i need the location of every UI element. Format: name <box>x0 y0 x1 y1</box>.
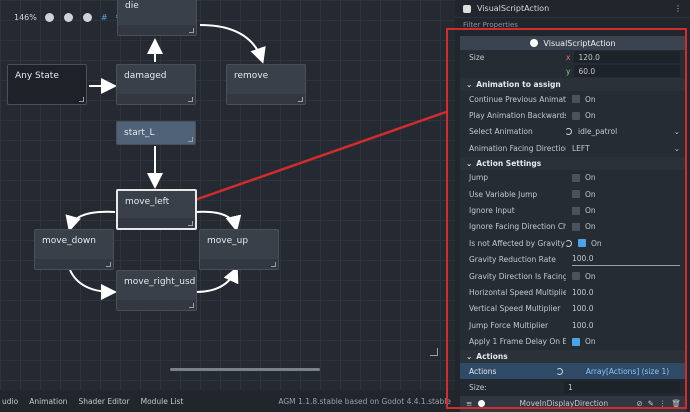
resize-grip-icon[interactable] <box>106 262 111 267</box>
delete-icon[interactable]: 🗑 <box>671 399 681 409</box>
inspector-title: VisualScriptAction <box>477 4 550 13</box>
chevron-down-icon[interactable]: ⌄ <box>673 143 680 153</box>
grid-toggle-icon[interactable]: # <box>100 12 108 22</box>
revert-icon[interactable] <box>556 367 563 375</box>
continue-prev-checkbox[interactable] <box>572 95 580 104</box>
clear-icon[interactable]: ⊘ <box>636 399 643 409</box>
state-node-move-up[interactable]: move_up <box>199 229 279 270</box>
version-label: AGM 1.1.8.stable based on Godot 4.4.1.st… <box>278 396 451 406</box>
options-icon[interactable]: ⋮ <box>674 4 682 13</box>
size-label: Size <box>469 52 485 62</box>
tab-module-list[interactable]: Module List <box>140 396 184 406</box>
zoom-out-icon[interactable] <box>44 12 54 22</box>
action-item-name[interactable]: MoveInDisplayDirection <box>519 399 609 409</box>
frame-delay-checkbox[interactable] <box>572 337 580 346</box>
more-icon[interactable]: ⋮ <box>658 399 667 409</box>
resize-grip-icon[interactable] <box>189 28 194 33</box>
zoom-reset-icon[interactable] <box>63 12 73 22</box>
state-node-start[interactable]: start_L <box>116 121 196 145</box>
state-node-damaged[interactable]: damaged <box>116 64 196 105</box>
horizontal-scrollbar[interactable] <box>170 368 320 371</box>
edit-icon[interactable]: ✎ <box>647 399 654 409</box>
vertical-speed-field[interactable]: 100.0 <box>572 304 594 314</box>
gravity-rate-slider[interactable] <box>572 264 680 266</box>
size-y-field[interactable]: 60.0 <box>574 65 680 77</box>
resize-grip-icon[interactable] <box>271 262 276 267</box>
tab-audio[interactable]: udio <box>2 396 19 406</box>
tab-shader-editor[interactable]: Shader Editor <box>78 396 130 406</box>
expand-corner-icon[interactable] <box>430 348 438 356</box>
state-node-any-state[interactable]: Any State <box>7 64 87 105</box>
revert-icon[interactable] <box>565 128 572 136</box>
ignore-input-checkbox[interactable] <box>572 206 580 215</box>
state-node-move-left[interactable]: move_left <box>116 189 197 230</box>
section-action-settings[interactable]: ⌄Action Settings <box>460 156 686 170</box>
section-animation-to-assign[interactable]: ⌄Animation to assign <box>460 78 686 91</box>
revert-icon[interactable] <box>565 239 572 247</box>
resize-grip-icon[interactable] <box>79 97 84 102</box>
actions-array-button[interactable]: Array[Actions] (size 1) <box>585 366 670 376</box>
bottom-panel-bar: udio Animation Shader Editor Module List… <box>0 390 455 412</box>
chevron-down-icon[interactable]: ⌄ <box>673 127 680 137</box>
filter-properties-input[interactable]: Filter Properties <box>463 21 518 29</box>
play-backwards-checkbox[interactable] <box>572 111 580 120</box>
transition-arrows <box>65 24 447 300</box>
state-node-move-right[interactable]: move_right_usd <box>116 270 197 311</box>
gravity-rate-field[interactable]: 100.0 <box>572 253 594 263</box>
facing-direction-dropdown[interactable]: LEFT <box>572 143 590 153</box>
ignore-facing-checkbox[interactable] <box>572 222 580 231</box>
resize-grip-icon[interactable] <box>298 97 303 102</box>
tab-animation[interactable]: Animation <box>29 396 68 406</box>
horizontal-speed-field[interactable]: 100.0 <box>572 287 594 297</box>
actions-size-field[interactable]: 1 <box>564 381 680 394</box>
script-icon <box>463 4 471 13</box>
script-icon <box>530 39 539 47</box>
inspector-header: VisualScriptAction ⋮ <box>455 0 690 18</box>
actions-property-label: Actions <box>469 366 497 376</box>
state-node-remove[interactable]: remove <box>226 64 306 105</box>
jump-checkbox[interactable] <box>572 173 580 182</box>
resource-header: VisualScriptAction <box>460 36 686 50</box>
state-node-move-down[interactable]: move_down <box>34 229 114 270</box>
resize-grip-icon[interactable] <box>188 221 193 226</box>
select-animation-dropdown[interactable]: idle_patrol <box>578 127 618 137</box>
inspector-panel: VisualScriptAction ⋮ Filter Properties V… <box>455 0 690 412</box>
state-machine-graph[interactable]: 146% # ⌗ 20 ⇕ ▦ die Any State damage <box>0 0 455 390</box>
resize-grip-icon[interactable] <box>189 303 194 308</box>
size-x-field[interactable]: 120.0 <box>574 51 680 63</box>
zoom-in-icon[interactable] <box>82 12 92 22</box>
state-node-die[interactable]: die <box>117 0 197 36</box>
resize-grip-icon[interactable] <box>188 137 193 142</box>
zoom-level: 146% <box>14 12 37 22</box>
not-gravity-checkbox[interactable] <box>578 239 586 248</box>
resize-grip-icon[interactable] <box>188 97 193 102</box>
script-icon <box>478 400 486 408</box>
variable-jump-checkbox[interactable] <box>572 190 580 199</box>
drag-handle-icon[interactable]: ≡ <box>466 399 473 409</box>
gravity-direction-checkbox[interactable] <box>572 272 580 281</box>
jump-force-field[interactable]: 100.0 <box>572 320 594 330</box>
section-actions[interactable]: ⌄Actions <box>460 349 686 363</box>
